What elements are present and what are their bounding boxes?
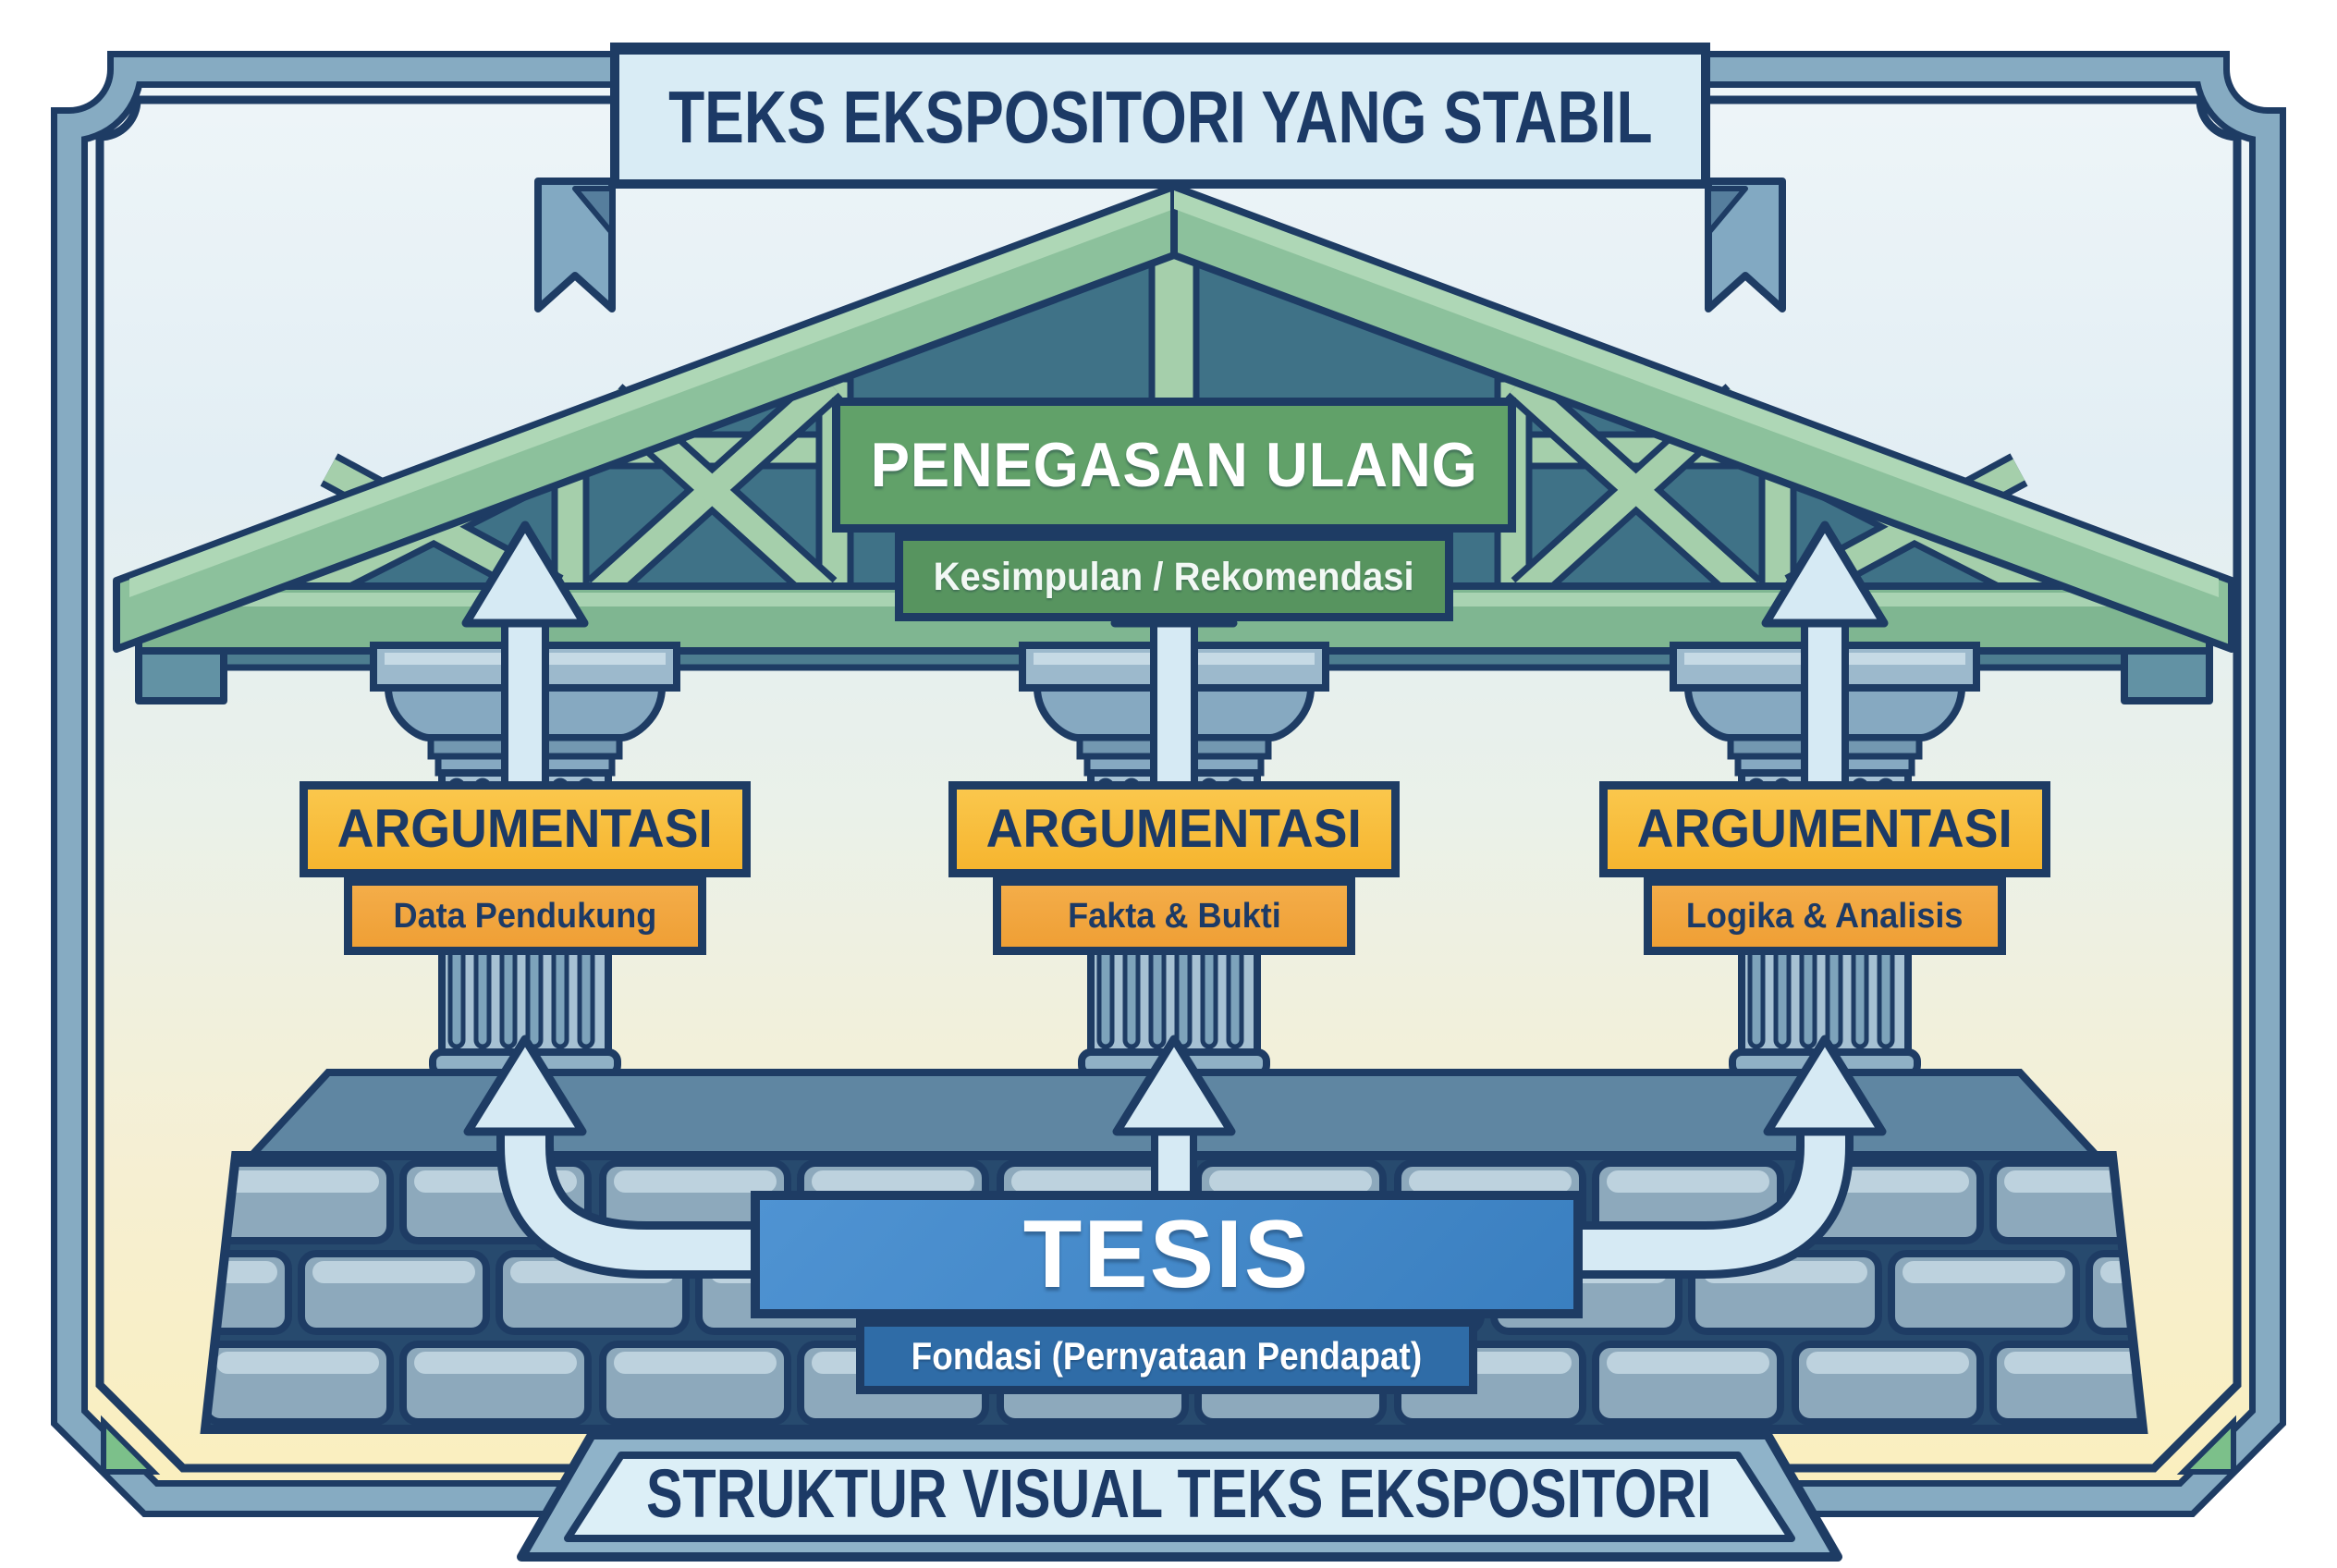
pediment-title: PENEGASAN ULANG	[870, 430, 1478, 500]
pediment-label: PENEGASAN ULANG	[832, 398, 1516, 533]
pillar-right-subtitle: Logika & Analisis	[1686, 897, 1964, 936]
pillar-right-title: ARGUMENTASI	[1636, 799, 2013, 859]
foundation-label: TESIS	[751, 1191, 1583, 1318]
arrow-tesis-right	[1548, 1039, 1882, 1279]
pediment-subtitle: Kesimpulan / Rekomendasi	[933, 554, 1415, 599]
corner-accent-right	[2176, 1415, 2236, 1475]
foundation-title: TESIS	[1022, 1201, 1311, 1308]
bottom-plaque	[517, 1430, 1842, 1562]
pillar-left-subtitle: Data Pendukung	[393, 897, 657, 936]
pillar-label-middle: ARGUMENTASI	[948, 781, 1400, 877]
foundation-subtitle: Fondasi (Pernyataan Pendapat)	[911, 1334, 1423, 1378]
bottom-banner-label: STRUKTUR VISUAL TEKS EKSPOSITORI	[645, 1455, 1712, 1532]
arrow-tesis-left	[468, 1039, 786, 1279]
foundation-sublabel: Fondasi (Pernyataan Pendapat)	[856, 1318, 1477, 1394]
frame-border	[51, 51, 2286, 1517]
pillar-label-left: ARGUMENTASI	[300, 781, 751, 877]
pillar-sublabel-right: Logika & Analisis	[1644, 877, 2006, 955]
top-banner: TEKS EKSPOSITORI YANG STABIL	[610, 43, 1710, 189]
pillar-label-right: ARGUMENTASI	[1599, 781, 2050, 877]
pillar-middle-title: ARGUMENTASI	[985, 799, 1363, 859]
bottom-banner: STRUKTUR VISUAL TEKS EKSPOSITORI	[638, 1450, 1719, 1538]
top-banner-label: TEKS EKSPOSITORI YANG STABIL	[667, 75, 1653, 158]
pillar-left-title: ARGUMENTASI	[336, 799, 714, 859]
corner-accent-left	[101, 1415, 161, 1475]
pillar-sublabel-middle: Fakta & Bukti	[993, 877, 1355, 955]
pillar-middle-subtitle: Fakta & Bukti	[1067, 897, 1281, 936]
pediment-sublabel: Kesimpulan / Rekomendasi	[895, 533, 1453, 621]
banner-ribbon-tails	[534, 178, 1786, 312]
pillar-sublabel-left: Data Pendukung	[344, 877, 706, 955]
